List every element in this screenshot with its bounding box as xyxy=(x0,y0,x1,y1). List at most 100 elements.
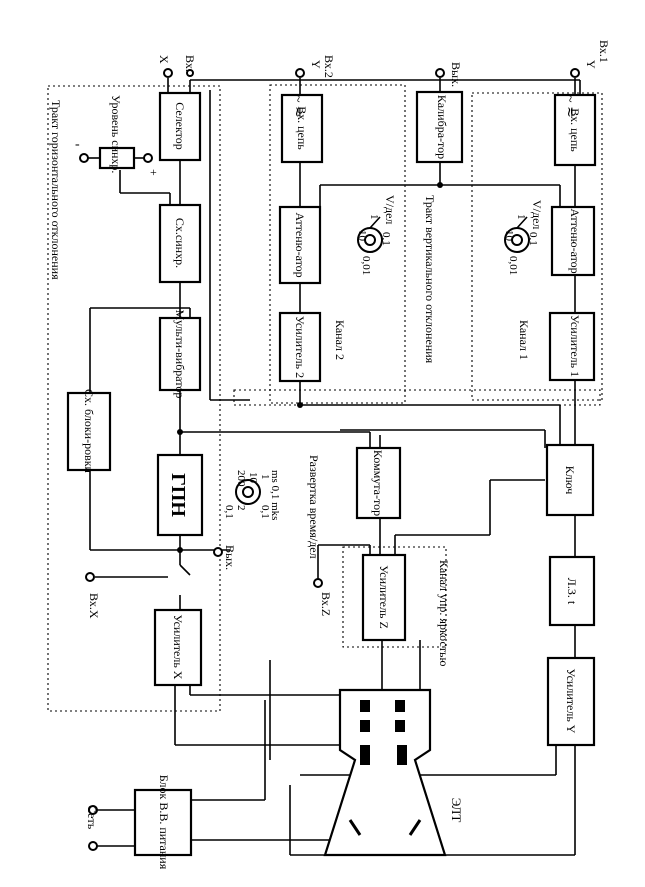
amplifier-1-label: Усилитель 1 xyxy=(568,315,582,377)
input-circuit-2-label: Вх. цепь xyxy=(295,106,309,150)
level-sync-label: Уровень синхр. xyxy=(109,95,123,173)
key-block xyxy=(545,443,595,517)
amplifier-y-block xyxy=(546,656,596,747)
attenuator-2-switch xyxy=(357,216,383,253)
amplifier-x-label: Усилитель X xyxy=(171,615,185,680)
svg-text:1: 1 xyxy=(368,214,380,220)
svg-text:2: 2 xyxy=(235,505,247,511)
input-x-terminal xyxy=(163,68,173,78)
pot-plus-sign: + xyxy=(150,165,157,179)
amplifier-z-block xyxy=(361,553,407,642)
input1-label: Вх.1 xyxy=(597,40,611,63)
pot-minus-sign: - xyxy=(75,137,80,152)
input2-terminal xyxy=(295,68,305,78)
blocking-circuit-label: Сх. блоки-ровки xyxy=(82,389,96,474)
sweep-label: Развертка время/дел xyxy=(307,455,321,559)
amplifier-y-label: Усилитель Y xyxy=(564,669,578,734)
commutator-block xyxy=(355,446,402,520)
crt-label: ЭЛТ xyxy=(449,798,464,823)
input-circuit-1-label: Вх. цепь xyxy=(568,108,582,152)
input2-y-label: Y xyxy=(309,60,323,69)
calibrator-out-terminal xyxy=(435,68,445,78)
sweep-generator-label: ГПН xyxy=(167,473,189,517)
input-x-bottom-label: Вх.X xyxy=(87,593,101,619)
ac-dc-symbol-1: ~ ≂ xyxy=(562,95,577,118)
channel1-region xyxy=(471,92,603,401)
delay-line-block xyxy=(548,555,596,627)
hv-power-supply-label: Блок В.В. питания xyxy=(157,775,171,870)
amplifier-1-block xyxy=(548,311,596,382)
vdiv1-label: V/дел xyxy=(530,200,544,229)
multivibrator-block xyxy=(158,316,202,392)
vertical-path-label: Тракт вертикального отклонения xyxy=(423,195,437,364)
pot-terminal-minus xyxy=(79,153,89,163)
calibrator-out-label: Вых. xyxy=(449,62,463,87)
input-circuit-1-block xyxy=(553,93,597,167)
key-label: Ключ xyxy=(563,466,577,495)
input-z-terminal xyxy=(313,578,323,588)
input-x-label: Вх. xyxy=(183,55,197,72)
blocking-circuit-block xyxy=(66,391,112,472)
input-circuit-2-block xyxy=(280,93,324,164)
input-x-terminal-2 xyxy=(186,69,194,77)
vertical-path-bottom-line xyxy=(233,389,601,406)
svg-text:10: 10 xyxy=(503,230,515,242)
input-x-x-label: X xyxy=(157,55,171,64)
attenuator-2-label: Аттеню-атор xyxy=(293,212,307,277)
attenuator-2-block xyxy=(278,205,322,285)
vdiv2-label: V/дел xyxy=(383,195,397,224)
multivibrator-label: Мульти-вибратор xyxy=(173,310,187,399)
input-x-bottom-terminal xyxy=(85,572,95,582)
input1-terminal xyxy=(570,68,580,78)
sweep-switch xyxy=(235,479,261,505)
input1-y-label: Y xyxy=(584,60,598,69)
brightness-channel-label: Канал упр. яркостью xyxy=(437,560,451,667)
svg-text:1: 1 xyxy=(515,214,527,220)
svg-text:10: 10 xyxy=(247,472,259,484)
sync-circuit-block xyxy=(158,203,202,284)
selector-block xyxy=(158,91,202,162)
svg-text:10: 10 xyxy=(356,230,368,242)
sync-circuit-label: Сх.синхр. xyxy=(173,218,187,268)
commutator-label: Коммута-тор xyxy=(371,450,385,516)
amplifier-z-label: Усилитель Z xyxy=(377,565,391,629)
saw-out-terminal xyxy=(213,547,223,557)
level-potentiometer xyxy=(98,146,136,170)
svg-text:0,01: 0,01 xyxy=(507,256,519,275)
attenuator-1-label: Аттеню-атор xyxy=(568,208,582,273)
delay-line-label: Л.З. t xyxy=(565,578,579,605)
blocks xyxy=(66,90,597,857)
svg-text:0,1: 0,1 xyxy=(259,505,271,519)
svg-text:0,1: 0,1 xyxy=(527,232,539,246)
svg-text:200: 200 xyxy=(235,470,247,487)
sweep-units-label: ms 0,1 mks xyxy=(269,470,281,520)
horizontal-path-label: Тракт горизонтального отклонения xyxy=(49,100,63,280)
crt xyxy=(323,688,447,857)
svg-text:1: 1 xyxy=(259,474,271,480)
svg-text:0,01: 0,01 xyxy=(360,256,372,275)
channel2-region xyxy=(269,84,406,404)
svg-text:0,1: 0,1 xyxy=(380,232,392,246)
ac-dc-symbol-2: ~ ≂ xyxy=(290,95,305,118)
input2-label: Вх.2 xyxy=(322,55,336,78)
svg-text:0,1: 0,1 xyxy=(223,505,235,519)
amplifier-x-block xyxy=(153,608,203,687)
selector-label: Селектор xyxy=(173,102,187,150)
attenuator-1-switch xyxy=(504,216,530,253)
pot-terminal-plus xyxy=(143,153,153,163)
input-z-label: Вх.Z xyxy=(319,592,333,616)
horizontal-path-region xyxy=(47,85,221,712)
terminals xyxy=(79,68,580,851)
hv-power-supply-block xyxy=(133,788,193,857)
calibrator-label: Калибра-тор xyxy=(435,95,449,159)
sweep-generator-block xyxy=(156,453,204,537)
attenuator-1-block xyxy=(550,205,596,277)
amplifier-2-label: Усилитель 2 xyxy=(293,316,307,378)
channel1-label: Канал 1 xyxy=(517,320,531,360)
amplifier-2-block xyxy=(278,311,322,383)
saw-out-label: Вых. xyxy=(223,545,237,570)
mains-label: Сеть xyxy=(85,805,99,830)
mains-terminal-2 xyxy=(88,841,98,851)
